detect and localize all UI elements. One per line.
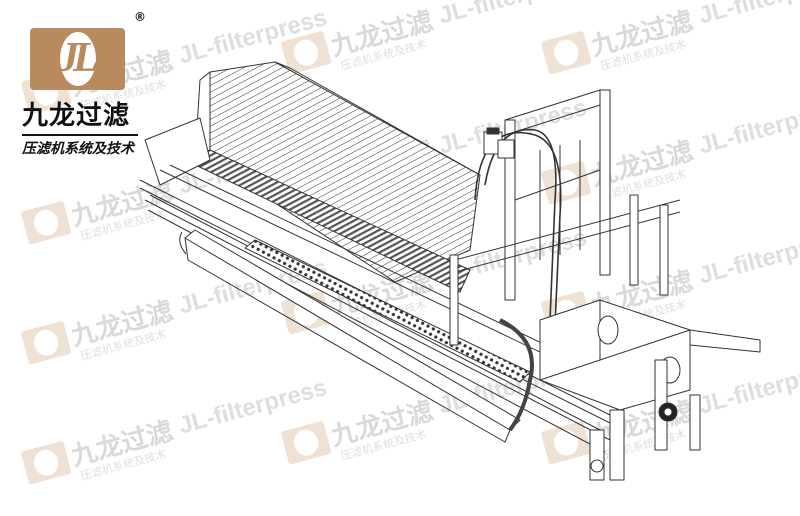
gear-motor [483, 127, 515, 159]
hydraulic-cylinder-head [539, 299, 761, 451]
divider [22, 134, 138, 136]
registered-mark: ® [134, 10, 146, 24]
filter-plate-stack [194, 61, 481, 283]
head-plate [144, 117, 211, 186]
brand-logo: JL ® 九龙过滤 压滤机系统及技术 [18, 10, 148, 160]
frame-legs [589, 409, 625, 481]
hydraulic-hose [484, 128, 557, 321]
brand-tagline: 压滤机系统及技术 [22, 141, 134, 157]
lifting-frame [449, 89, 681, 346]
brand-name: 九龙过滤 [22, 101, 131, 131]
end-motor [658, 402, 678, 422]
drip-tray [179, 229, 521, 443]
cable-chain-loop [499, 318, 534, 432]
hydraulic-hose [474, 131, 562, 326]
jl-logo-icon: JL [30, 28, 125, 90]
